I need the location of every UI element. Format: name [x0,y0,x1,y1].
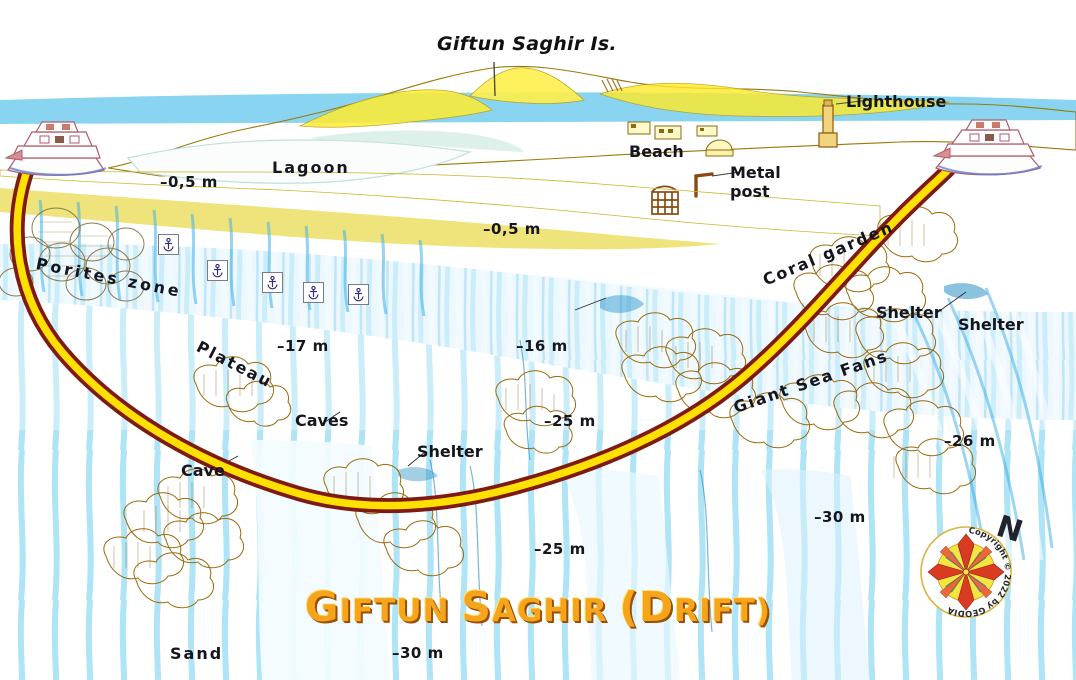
compass-rose-icon: Copyright © 2022 by GEODIA [920,525,1013,619]
anchor-icon[interactable] [158,234,179,255]
anchor-icon-glyph [308,285,319,299]
anchor-icon-glyph [353,287,364,301]
anchor-icon[interactable] [348,284,369,305]
anchor-icon[interactable] [207,260,228,281]
anchor-icon-glyph [212,263,223,277]
anchor-icon-glyph [267,275,278,289]
anchor-icon-glyph [163,237,174,251]
anchor-icon[interactable] [303,282,324,303]
anchor-icon[interactable] [262,272,283,293]
